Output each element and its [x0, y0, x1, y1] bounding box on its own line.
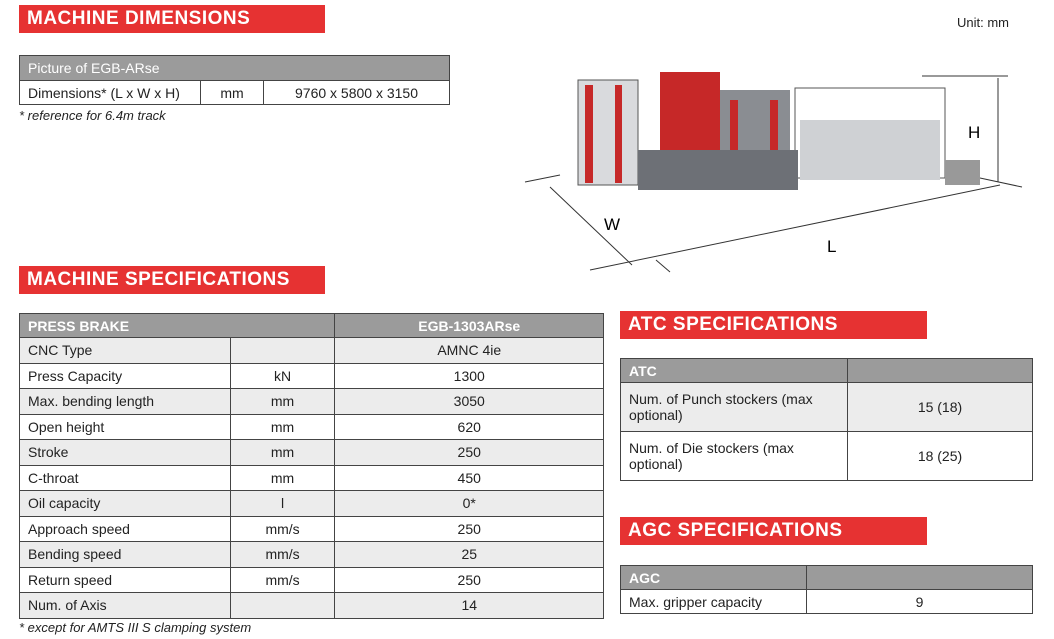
spec-unit: mm/s [229, 515, 336, 542]
spec-value: 1300 [334, 362, 604, 389]
spec-label: C-throat [19, 464, 231, 491]
dimensions-unit: mm [200, 80, 264, 105]
agc-header-empty [806, 565, 1033, 590]
spec-row: CNC Type AMNC 4ie [19, 337, 604, 364]
dimensions-label: Dimensions* (L x W x H) [19, 80, 201, 105]
width-label: W [604, 215, 620, 234]
dimensions-value: 9760 x 5800 x 3150 [263, 80, 450, 105]
spec-value: 620 [334, 413, 604, 440]
spec-value: 14 [334, 592, 604, 619]
spec-unit: mm [229, 464, 336, 491]
atc-value: 18 (25) [847, 431, 1033, 481]
dimensions-table-header: Picture of EGB-ARse [19, 55, 450, 81]
atc-label: Num. of Punch stockers (max optional) [620, 382, 848, 432]
press-brake-header: PRESS BRAKE [18, 313, 336, 338]
atc-header: ATC [620, 358, 848, 383]
machine-specifications-heading: MACHINE SPECIFICATIONS [19, 266, 325, 294]
dimensions-note: * reference for 6.4m track [19, 108, 166, 123]
spec-unit: mm [229, 439, 336, 466]
spec-unit [229, 592, 336, 619]
spec-unit [229, 337, 336, 364]
height-label: H [968, 123, 980, 142]
spec-label: Stroke [19, 439, 231, 466]
spec-unit: mm [229, 413, 336, 440]
agc-header: AGC [620, 565, 807, 590]
machine-dimensions-heading: MACHINE DIMENSIONS [19, 5, 325, 33]
spec-value: 250 [334, 515, 604, 542]
atc-value: 15 (18) [847, 382, 1033, 432]
spec-label: Num. of Axis [19, 592, 231, 619]
spec-label: Max. bending length [19, 388, 231, 415]
agc-specifications-heading: AGC SPECIFICATIONS [620, 517, 927, 545]
specs-note: * except for AMTS III S clamping system [19, 620, 252, 635]
spec-label: Bending speed [19, 541, 231, 568]
spec-row: Num. of Axis 14 [19, 592, 604, 619]
machine-picture: H W L [524, 72, 1023, 273]
spec-value: AMNC 4ie [334, 337, 604, 364]
atc-specifications-heading: ATC SPECIFICATIONS [620, 311, 927, 339]
model-header: EGB-1303ARse [334, 313, 604, 338]
spec-value: 0* [334, 490, 604, 517]
spec-label: CNC Type [19, 337, 231, 364]
agc-label: Max. gripper capacity [620, 589, 807, 614]
atc-table: ATC Num. of Punch stockers (max optional… [620, 358, 1033, 481]
spec-value: 3050 [334, 388, 604, 415]
spec-label: Return speed [19, 566, 231, 593]
spec-unit: l [229, 490, 336, 517]
spec-value: 25 [334, 541, 604, 568]
unit-label: Unit: mm [957, 15, 1009, 30]
length-label: L [827, 237, 836, 256]
spec-value: 250 [334, 566, 604, 593]
spec-unit: mm/s [229, 566, 336, 593]
atc-label: Num. of Die stockers (max optional) [620, 431, 848, 481]
spec-label: Press Capacity [19, 362, 231, 389]
spec-label: Approach speed [19, 515, 231, 542]
atc-header-empty [847, 358, 1033, 383]
machine-illustration [577, 72, 980, 190]
spec-label: Open height [19, 413, 231, 440]
spec-value: 250 [334, 439, 604, 466]
spec-value: 450 [334, 464, 604, 491]
agc-value: 9 [806, 589, 1033, 614]
spec-unit: kN [229, 362, 336, 389]
dimensions-table: Picture of EGB-ARse Dimensions* (L x W x… [19, 55, 450, 105]
spec-unit: mm/s [229, 541, 336, 568]
spec-unit: mm [229, 388, 336, 415]
spec-label: Oil capacity [19, 490, 231, 517]
